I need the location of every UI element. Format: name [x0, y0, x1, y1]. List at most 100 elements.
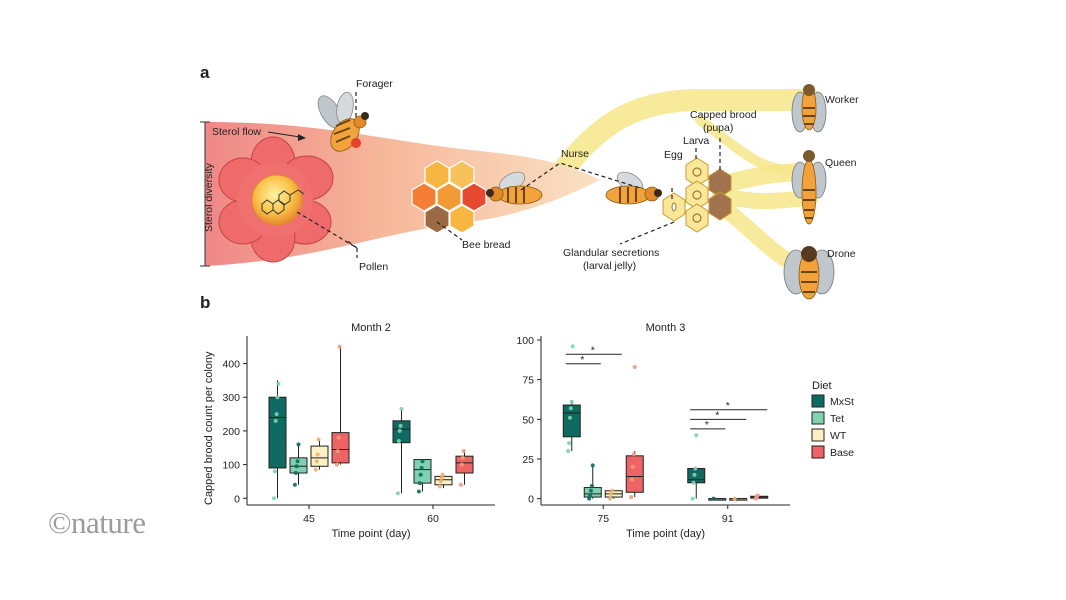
- data-point: [438, 479, 443, 484]
- glandular-secretions-label: Glandular secretions: [563, 247, 659, 259]
- x-tick-label: 75: [597, 513, 609, 525]
- chart-title: Month 3: [646, 322, 686, 334]
- box-body: [625, 455, 644, 493]
- data-point: [399, 407, 404, 412]
- chart-title: Month 2: [351, 322, 391, 334]
- queen-label: Queen: [825, 157, 857, 169]
- x-tick-label: 91: [722, 513, 734, 525]
- box-Base-91: [750, 493, 769, 501]
- y-tick-label: 0: [234, 493, 240, 505]
- data-point: [630, 477, 635, 482]
- box-MxSt-75: [562, 344, 581, 454]
- box-Base-75: [625, 364, 644, 500]
- bee-bread-honeycomb-icon: [411, 160, 487, 234]
- legend-label-Tet: Tet: [830, 413, 844, 425]
- data-point: [417, 481, 422, 486]
- data-point: [334, 462, 339, 467]
- data-point: [692, 472, 697, 477]
- leader-lines: [296, 92, 721, 258]
- data-point: [630, 464, 635, 469]
- box-WT-45: [310, 437, 329, 472]
- worker-label: Worker: [825, 94, 859, 106]
- box-WT-75: [604, 488, 623, 501]
- data-point: [590, 463, 595, 468]
- bee-bread-label: Bee bread: [462, 239, 511, 251]
- data-point: [631, 452, 636, 457]
- y-tick-label: 75: [522, 375, 534, 387]
- data-point: [439, 476, 444, 481]
- box-WT-60: [434, 472, 453, 489]
- data-point: [395, 491, 400, 496]
- box-body: [268, 396, 287, 469]
- significance-star: *: [726, 400, 730, 412]
- data-point: [398, 423, 403, 428]
- data-point: [337, 344, 342, 349]
- data-point: [609, 491, 614, 496]
- box-Base-45: [331, 344, 350, 467]
- panel-b-charts: Capped brood count per colony Month 2010…: [203, 322, 854, 540]
- data-point: [459, 462, 464, 467]
- panel-a-illustration: Sterol diversity Sterol flow: [200, 78, 859, 300]
- legend-label-Base: Base: [830, 447, 854, 459]
- data-point: [437, 484, 442, 489]
- forager-bee-icon: [317, 91, 369, 152]
- y-tick-label: 50: [522, 414, 534, 426]
- data-point: [632, 364, 637, 369]
- box-body: [583, 487, 602, 498]
- data-point: [691, 480, 696, 485]
- legend-label-MxSt: MxSt: [830, 396, 854, 408]
- legend-swatch-Tet: [811, 411, 825, 425]
- data-point: [271, 496, 276, 501]
- yellow-flow: [549, 89, 821, 276]
- worker-bee-icon: [791, 84, 827, 133]
- y-tick-label: 400: [222, 359, 240, 371]
- box-MxSt-91: [687, 433, 706, 501]
- data-point: [314, 459, 319, 464]
- data-point: [397, 428, 402, 433]
- box-WT-91: [729, 496, 748, 501]
- data-point: [292, 482, 297, 487]
- x-tick-label: 60: [427, 513, 439, 525]
- data-point: [755, 493, 760, 498]
- significance-star: *: [591, 344, 595, 356]
- data-point: [609, 488, 614, 493]
- y-tick-label: 100: [222, 460, 240, 472]
- queen-bee-icon: [791, 150, 827, 225]
- data-point: [588, 488, 593, 493]
- data-point: [458, 482, 463, 487]
- data-point: [276, 381, 281, 386]
- data-point: [295, 459, 300, 464]
- data-point: [416, 489, 421, 494]
- data-point: [274, 412, 279, 417]
- data-point: [460, 455, 465, 460]
- data-point: [694, 433, 699, 438]
- data-point: [690, 496, 695, 501]
- box-Tet-75: [583, 463, 602, 501]
- box-Tet-91: [708, 496, 727, 501]
- data-point: [273, 418, 278, 423]
- drone-label: Drone: [827, 248, 856, 260]
- legend-label-WT: WT: [830, 430, 847, 442]
- sterol-diversity-axis: [200, 121, 210, 267]
- box-body: [331, 432, 350, 464]
- data-point: [272, 469, 277, 474]
- x-tick-label: 45: [303, 513, 315, 525]
- data-point: [569, 399, 574, 404]
- data-point: [461, 449, 466, 454]
- box-Tet-45: [289, 442, 308, 487]
- sterol-flow-label: Sterol flow: [212, 126, 261, 138]
- pollen-label: Pollen: [359, 261, 388, 273]
- legend-swatch-WT: [811, 428, 825, 442]
- box-MxSt-45: [268, 380, 287, 501]
- y-tick-label: 300: [222, 392, 240, 404]
- data-point: [296, 442, 301, 447]
- brood-comb-icon: [662, 157, 732, 233]
- data-point: [396, 439, 401, 444]
- capped-brood-label: Capped brood: [690, 109, 757, 121]
- data-point: [335, 449, 340, 454]
- sterol-diversity-label: Sterol diversity: [203, 162, 215, 232]
- y-tick-label: 200: [222, 426, 240, 438]
- data-point: [588, 493, 593, 498]
- nurse-label: Nurse: [561, 148, 589, 160]
- forager-label: Forager: [356, 78, 393, 90]
